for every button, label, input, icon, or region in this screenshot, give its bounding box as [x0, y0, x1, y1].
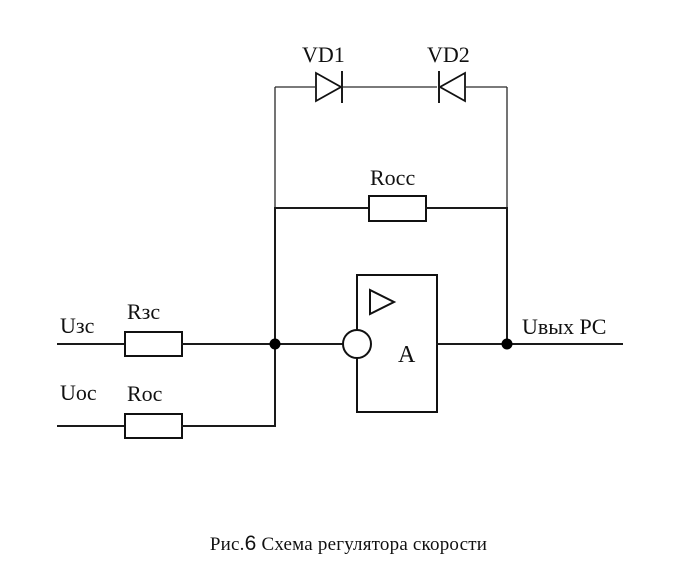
label-vd2: VD2	[427, 42, 470, 67]
input-branch-z	[57, 331, 343, 357]
output-junction-node	[501, 338, 513, 350]
resistor-rz	[124, 331, 183, 357]
amplifier-a	[342, 274, 438, 413]
caption-prefix: Рис.	[209, 534, 245, 555]
label-amplifier: A	[398, 342, 416, 368]
input-branch-o	[57, 413, 276, 439]
output-branch	[436, 207, 623, 345]
caption-number: 6	[244, 532, 257, 555]
diode-branch	[274, 71, 508, 208]
figure-caption: Рис.6 Схема регулятора скорости	[0, 532, 697, 556]
label-ro: Roc	[127, 381, 163, 406]
diode-vd2-triangle	[438, 71, 466, 103]
resistor-rocc	[368, 195, 427, 222]
label-input-o: Uoc	[60, 380, 97, 405]
label-vd1: VD1	[302, 42, 345, 67]
amplifier-triangle-icon	[369, 288, 397, 316]
label-rz: Rзс	[127, 299, 160, 324]
label-output: Uвых PC	[522, 314, 606, 339]
diode-vd1	[315, 71, 343, 103]
feedback-branch	[274, 195, 508, 222]
resistor-ro	[124, 413, 183, 439]
diode-vd2	[438, 71, 466, 103]
label-rocc: Rocc	[370, 165, 415, 190]
summing-junction-node	[269, 338, 281, 350]
diode-vd1-triangle	[315, 71, 343, 103]
caption-text: Схема регулятора скорости	[261, 534, 488, 555]
label-input-z: Uзс	[60, 313, 95, 338]
inverting-input-circle	[342, 329, 372, 359]
